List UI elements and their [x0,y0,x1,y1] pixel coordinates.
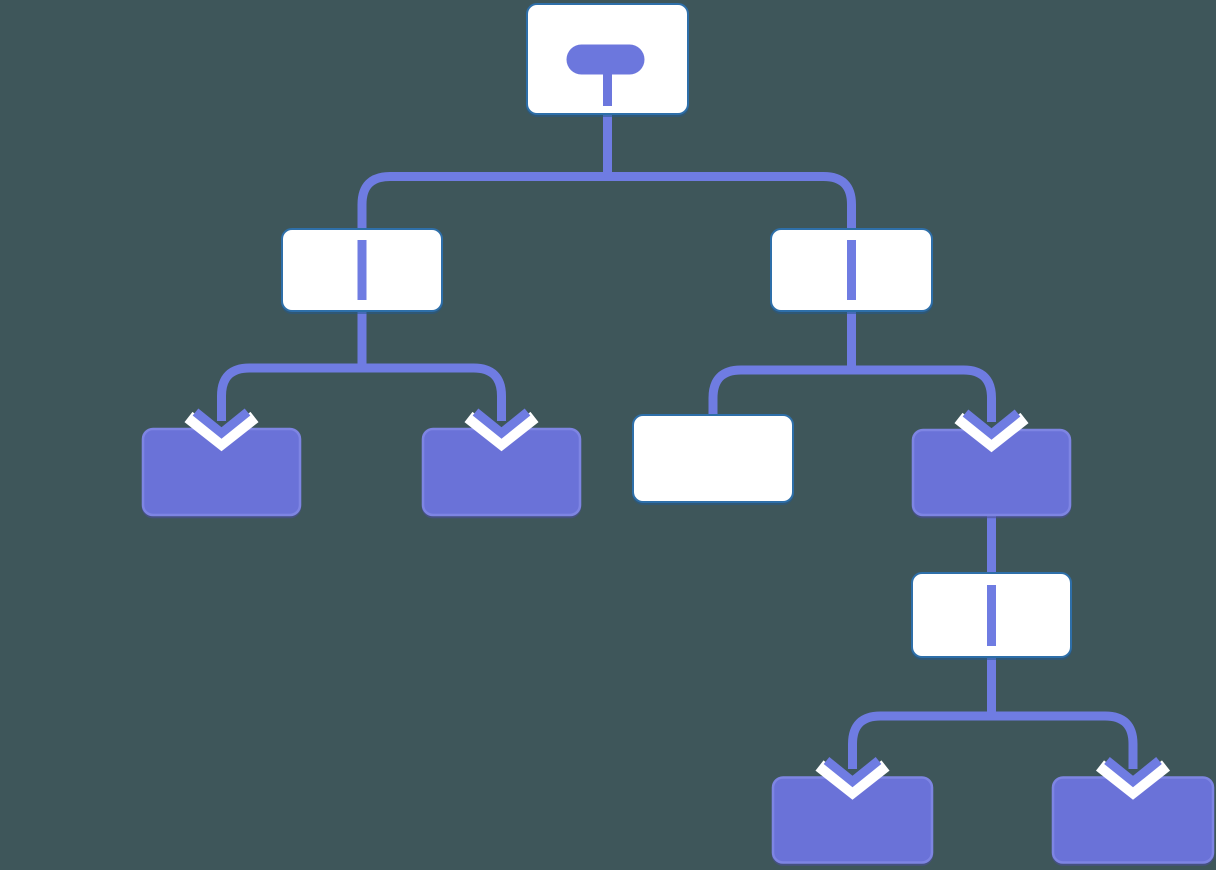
node-branch-right[interactable] [770,228,933,312]
double-chevron-down-icon [815,756,890,800]
double-chevron-down-icon [954,409,1029,453]
double-chevron-down-icon [184,408,259,452]
node-child-white[interactable] [632,414,794,503]
node-root[interactable] [526,3,689,115]
edge-rail-level1 [357,172,856,230]
chevron-arrowhead [192,408,251,439]
edge-rail-subbranch [848,711,1138,769]
edge-rail-branchleft [217,363,506,421]
double-chevron-down-icon [1095,756,1171,800]
chevron-outline [1095,760,1171,800]
double-chevron-down-icon [464,408,539,452]
edge-rail-branchright [708,365,996,422]
chevron-arrowhead [823,756,882,788]
root-pill-stem [603,72,612,106]
chevron-outline [464,411,539,452]
node-child-white-box[interactable] [632,414,794,503]
arrow-markers [184,408,1171,800]
chevron-outline [184,411,259,452]
chevron-outline [815,760,890,800]
node-branch-left[interactable] [281,228,443,312]
connectors [217,112,1138,769]
root-pill-glyph [566,44,645,75]
chevron-outline [954,412,1029,453]
chevron-arrowhead [472,408,531,439]
chevron-arrowhead [962,409,1021,440]
chevron-arrowhead [1104,756,1162,788]
node-sub-branch[interactable] [911,572,1072,658]
